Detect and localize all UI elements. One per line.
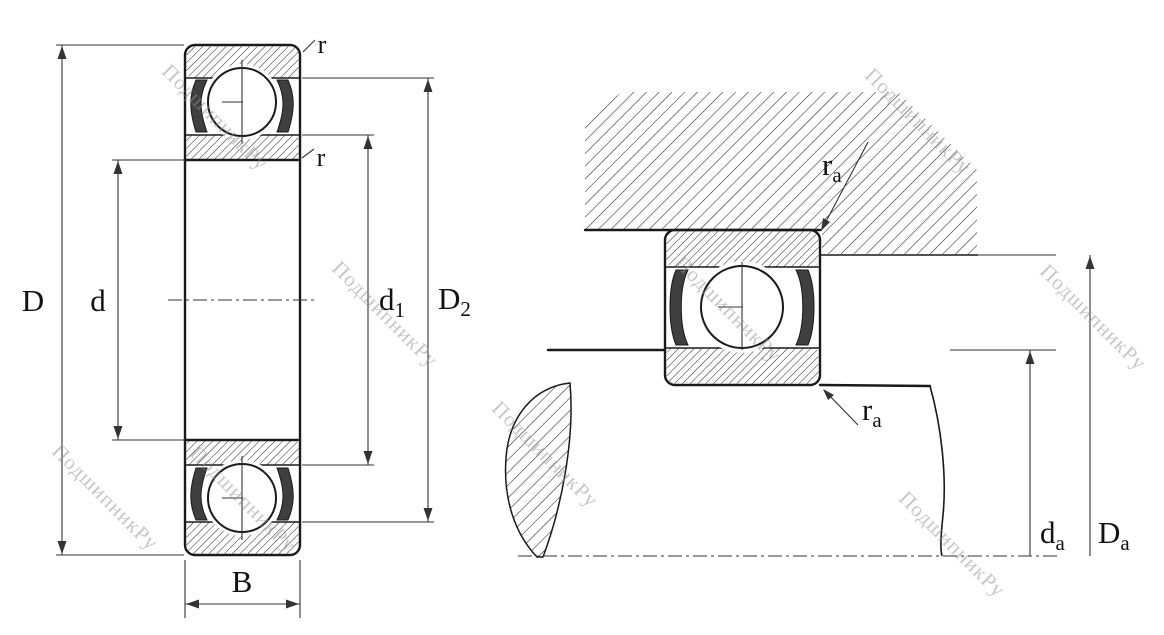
seal-bottom-left (190, 467, 208, 521)
dimension-d1: d1 (302, 134, 405, 466)
mounted-bearing-outline (663, 228, 822, 387)
dimension-D: D (22, 44, 184, 556)
shaft-break-line (929, 385, 946, 557)
label-ra-top: ra (822, 147, 842, 187)
label-r-top: r (318, 30, 327, 59)
seal-top-left (190, 79, 208, 133)
inner-ring-section-bottom (186, 441, 299, 465)
housing-section-hatch (585, 92, 977, 254)
dim-label-D: D (22, 283, 44, 318)
seal-bottom-right (276, 467, 294, 521)
bearing-cross-section-view: D d d1 D2 (22, 30, 471, 618)
fillet-ra-housing: ra (820, 141, 869, 232)
dim-label-D2: D2 (438, 281, 471, 321)
dimension-d: d (90, 159, 184, 441)
corner-radius-labels: r r (301, 30, 327, 172)
shaft-shoulder-section (504, 382, 572, 558)
dim-label-B: B (232, 564, 253, 599)
dimension-Da: Da (1085, 255, 1130, 556)
dim-label-d: d (90, 283, 106, 318)
fillet-ra-shaft: ra (823, 389, 882, 432)
dim-label-da: da (1040, 515, 1066, 555)
dim-label-Da: Da (1098, 515, 1130, 555)
mounted-outer-ring-section (666, 231, 819, 267)
mounted-seal-right (795, 269, 815, 346)
mounted-inner-ring-section (666, 348, 819, 384)
bearing-mounting-view: ra ra da Da (504, 92, 1130, 558)
dimension-D2: D2 (302, 77, 471, 523)
dimension-da: da (950, 349, 1066, 556)
label-ra-bottom: ra (862, 392, 882, 432)
mounted-seal-left (669, 269, 689, 346)
seal-top-right (276, 79, 294, 133)
dim-label-d1: d1 (379, 282, 405, 322)
inner-ring-section-top (186, 135, 299, 159)
label-r-inner: r (317, 143, 326, 172)
dimension-B: B (184, 560, 301, 618)
